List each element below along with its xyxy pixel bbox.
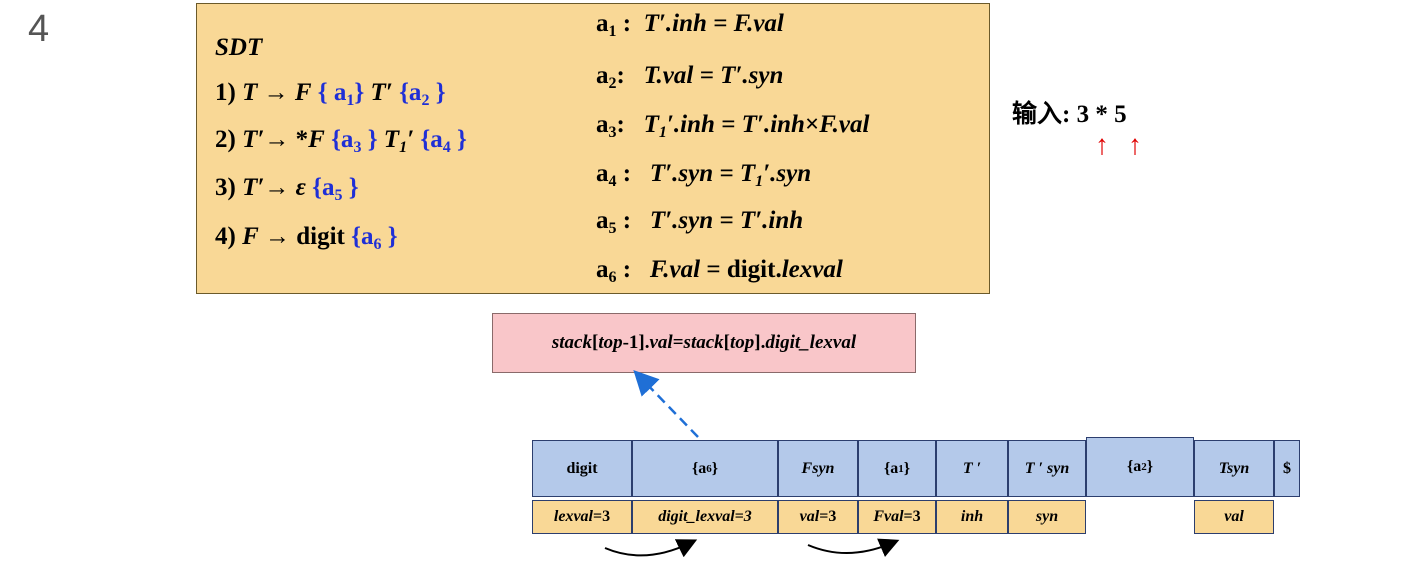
copy-arrow-1 bbox=[604, 539, 698, 558]
stack-cell-tprime-syn: T ′ syn bbox=[1008, 440, 1086, 497]
rule-2-t1prime: T1′ bbox=[383, 126, 415, 156]
stack-attr-digit-lexval: digit_lexval=3 bbox=[632, 500, 778, 534]
rule-3-action-a5: {a5 } bbox=[312, 174, 359, 204]
rule-1-tprime: T′ bbox=[370, 79, 393, 106]
stack-attr-tval: val bbox=[1194, 500, 1274, 534]
sdt-title: SDT bbox=[215, 34, 263, 61]
rule-2: 2) T′→ *F {a3 } T1′ {a4 } bbox=[215, 126, 467, 156]
stack-attr-lexval: lexval=3 bbox=[532, 500, 632, 534]
stack-cell-tprime: T ′ bbox=[936, 440, 1008, 497]
rule-1-action-a1: { a1} bbox=[317, 79, 365, 109]
rule-2-action-a3: {a3 } bbox=[331, 126, 378, 156]
copy-arrow-2 bbox=[807, 538, 900, 557]
action-a6: a6 : F.val = digit.lexval bbox=[596, 256, 843, 286]
stack-attr-fval: Fval=3 bbox=[858, 500, 936, 534]
action-a1: a1 : T′.inh = F.val bbox=[596, 10, 784, 40]
input-line: 输入: 3 * 5 bbox=[1012, 94, 1127, 130]
stack-attr-syn: syn bbox=[1008, 500, 1086, 534]
rule-1-num: 1) bbox=[215, 79, 236, 106]
rule-4-action-a6: {a6 } bbox=[351, 223, 398, 253]
rule-1-action-a2: {a2 } bbox=[399, 79, 446, 109]
input-tokens: 3 * 5 bbox=[1076, 101, 1127, 128]
slide-number: 4 bbox=[28, 8, 50, 50]
stack-attr-inh: inh bbox=[936, 500, 1008, 534]
dashed-arrow-to-code bbox=[633, 370, 699, 438]
stack-cell-tsyn: Tsyn bbox=[1194, 440, 1274, 497]
action-a4: a4 : T′.syn = T1′.syn bbox=[596, 160, 812, 190]
rule-1-f: F bbox=[294, 79, 312, 106]
stack-attr-val: val=3 bbox=[778, 500, 858, 534]
sdt-box bbox=[196, 3, 990, 294]
stack-cell-digit: digit bbox=[532, 440, 632, 497]
input-pointer-arrows: ↑ ↑ bbox=[1095, 130, 1148, 161]
rule-1: 1) T → F { a1} T′ {a2 } bbox=[215, 79, 446, 109]
stack-cell-fsyn: Fsyn bbox=[778, 440, 858, 497]
rule-3: 3) T′→ ε {a5 } bbox=[215, 174, 359, 204]
action-a3: a3: T1′.inh = T′.inh×F.val bbox=[596, 111, 870, 141]
action-a5: a5 : T′.syn = T′.inh bbox=[596, 207, 804, 237]
semantic-code-box: stack[top-1].val=stack[top].digit_lexval bbox=[492, 313, 916, 373]
stack-cell-dollar: $ bbox=[1274, 440, 1300, 497]
rule-1-lhs: T bbox=[242, 79, 258, 106]
input-label: 输入: bbox=[1012, 101, 1077, 128]
action-a2: a2: T.val = T′.syn bbox=[596, 62, 784, 92]
rule-1-arrow: → bbox=[263, 79, 289, 106]
rule-2-action-a4: {a4 } bbox=[420, 126, 467, 156]
rule-4: 4) F → digit {a6 } bbox=[215, 223, 398, 253]
